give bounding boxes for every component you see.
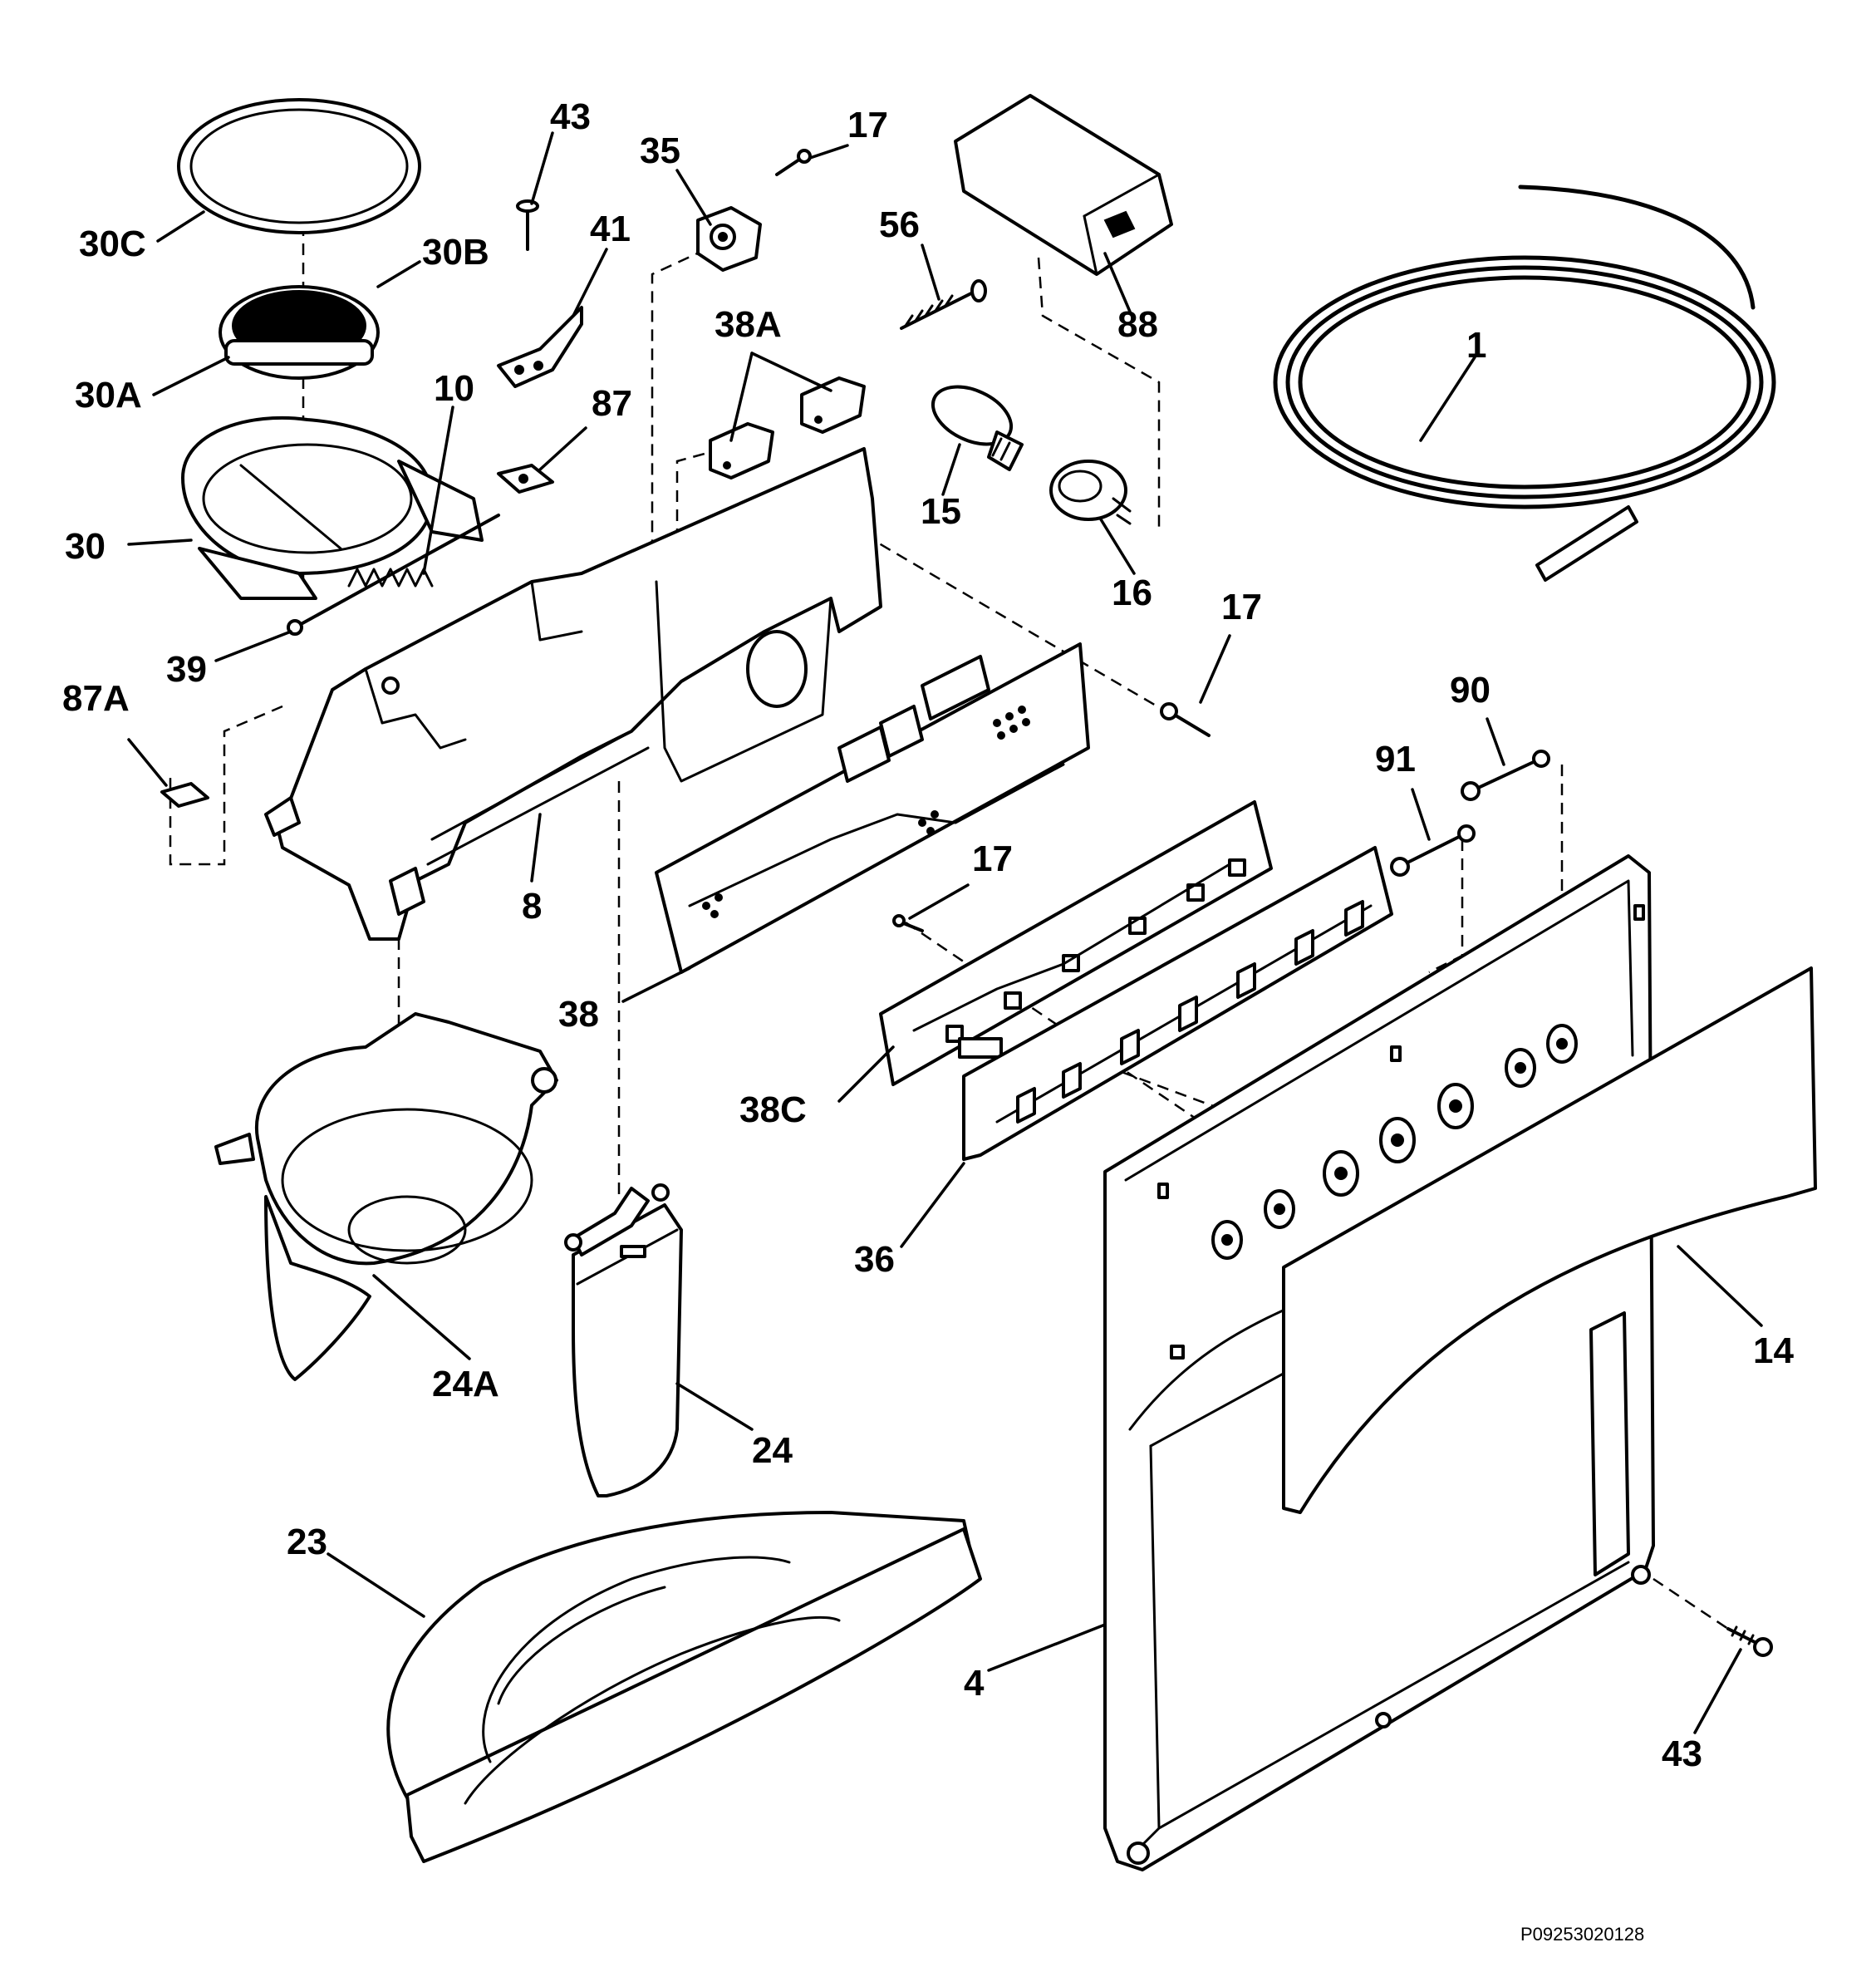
part-43-screw-bottom [1726, 1625, 1773, 1657]
callout-16: 16 [1112, 573, 1152, 613]
part-38a-switches [709, 376, 866, 479]
leader-lines [127, 131, 1763, 1734]
callout-10: 10 [434, 368, 474, 409]
part-30c-gasket [177, 98, 421, 234]
callout-39: 39 [166, 649, 207, 690]
part-15-bulb [931, 385, 1024, 471]
callout-87a: 87A [62, 678, 130, 719]
callout-36: 36 [854, 1239, 895, 1280]
callout-4: 4 [964, 1663, 985, 1704]
callout-91: 91 [1375, 739, 1416, 779]
part-17-screw-a [775, 149, 812, 176]
callout-35: 35 [640, 130, 680, 171]
callout-87: 87 [592, 383, 632, 424]
part-56-screw [900, 279, 987, 330]
part-36-switch-bracket [962, 846, 1393, 1161]
callout-24: 24 [752, 1430, 793, 1471]
part-1-tubing-coil [1273, 184, 1776, 582]
callout-15: 15 [921, 491, 961, 532]
part-17-screw-c [892, 914, 924, 932]
part-87a-clip [160, 782, 209, 808]
callout-30a: 30A [75, 375, 142, 416]
part-90-pin [1461, 750, 1550, 801]
alignment-lines [169, 224, 1729, 1630]
part-43-screw-top [516, 199, 539, 251]
part-38c-switch-board [879, 800, 1273, 1086]
part-24a-funnel [214, 1012, 558, 1381]
callout-17-mid: 17 [1221, 587, 1262, 627]
figure-code: P09253020128 [1520, 1924, 1644, 1945]
callout-38c: 38C [739, 1089, 807, 1130]
part-30a-30b-filter [219, 285, 380, 380]
part-16-socket [1049, 460, 1132, 525]
callout-17-low: 17 [972, 838, 1013, 879]
part-17-screw-b [1160, 702, 1211, 737]
callout-8: 8 [522, 886, 542, 927]
callout-17-top: 17 [847, 105, 888, 145]
part-10-spring [347, 568, 434, 588]
callout-labels: 43 17 35 56 88 30C 30B 41 30A 38A 10 87 … [62, 96, 1794, 1774]
callout-43-top: 43 [550, 96, 591, 137]
part-41-bracket [497, 306, 583, 388]
callout-38a: 38A [715, 304, 782, 345]
part-24-door-flap [564, 1183, 683, 1497]
callout-24a: 24A [432, 1364, 499, 1404]
part-87-plate [497, 464, 554, 494]
part-35-actuator [696, 206, 762, 272]
callout-88: 88 [1117, 304, 1158, 345]
part-23-drip-tray [386, 1511, 982, 1863]
callout-90: 90 [1450, 670, 1490, 711]
callout-30c: 30C [79, 224, 146, 264]
part-8-chute-housing [264, 447, 882, 941]
callout-30: 30 [65, 526, 106, 567]
part-88-transformer-box [954, 94, 1173, 276]
callout-1: 1 [1466, 325, 1486, 366]
callout-38: 38 [558, 994, 599, 1035]
callout-23: 23 [287, 1522, 327, 1562]
callout-43-bottom: 43 [1662, 1733, 1702, 1774]
part-14-overlay-panel [1282, 966, 1817, 1514]
callout-56: 56 [879, 204, 920, 245]
part-38-control-board [655, 642, 1090, 974]
callout-41: 41 [590, 209, 631, 249]
callout-30b: 30B [422, 232, 489, 273]
part-30-ring-bracket [181, 416, 484, 600]
callout-14: 14 [1753, 1330, 1794, 1371]
part-91-pin [1390, 824, 1476, 877]
